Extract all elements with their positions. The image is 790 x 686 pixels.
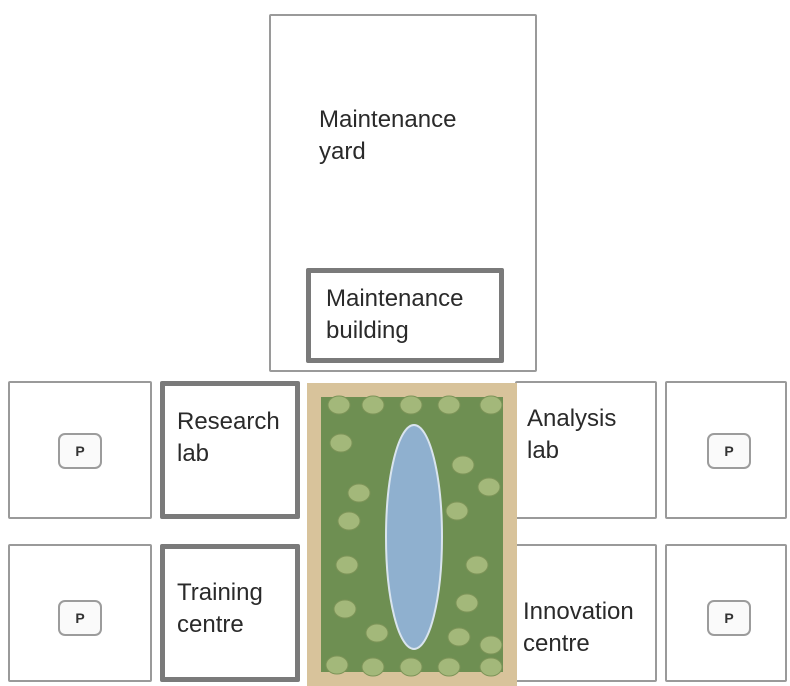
research-lab-label: Research lab [177,408,280,467]
maintenance-building: Maintenance building [306,268,504,363]
tree-icon [451,455,475,475]
training-centre: Training centre [160,544,300,682]
tree-icon [333,599,357,619]
parking-icon: P [58,433,102,469]
tree-icon [325,655,349,675]
tree-icon [477,477,501,497]
tree-icon [365,623,389,643]
pond-icon [385,424,443,650]
parking-icon: P [707,600,751,636]
tree-group [325,395,503,677]
tree-icon [465,555,489,575]
tree-icon [399,657,423,677]
tree-icon [335,555,359,575]
tree-icon [337,511,361,531]
parking-lot-top-left: P [8,381,152,519]
tree-icon [479,657,503,677]
tree-icon [455,593,479,613]
parking-lot-top-right: P [665,381,787,519]
parking-lot-bottom-left: P [8,544,152,682]
innovation-centre: Innovation centre [515,544,657,682]
tree-icon [479,635,503,655]
tree-icon [329,433,353,453]
analysis-lab-label: Analysis lab [527,405,617,464]
innovation-centre-label: Innovation centre [523,598,634,657]
tree-icon [361,395,385,415]
tree-icon [347,483,371,503]
tree-icon [399,395,423,415]
maintenance-yard-label: Maintenance yard [319,106,457,165]
tree-icon [445,501,469,521]
tree-icon [437,395,461,415]
tree-icon [327,395,351,415]
research-lab: Research lab [160,381,300,519]
tree-icon [447,627,471,647]
parking-lot-bottom-right: P [665,544,787,682]
tree-icon [479,395,503,415]
analysis-lab: Analysis lab [515,381,657,519]
central-park [307,383,517,686]
maintenance-building-label: Maintenance building [326,285,464,344]
tree-icon [437,657,461,677]
tree-icon [361,657,385,677]
training-centre-label: Training centre [177,579,263,638]
parking-icon: P [58,600,102,636]
parking-icon: P [707,433,751,469]
